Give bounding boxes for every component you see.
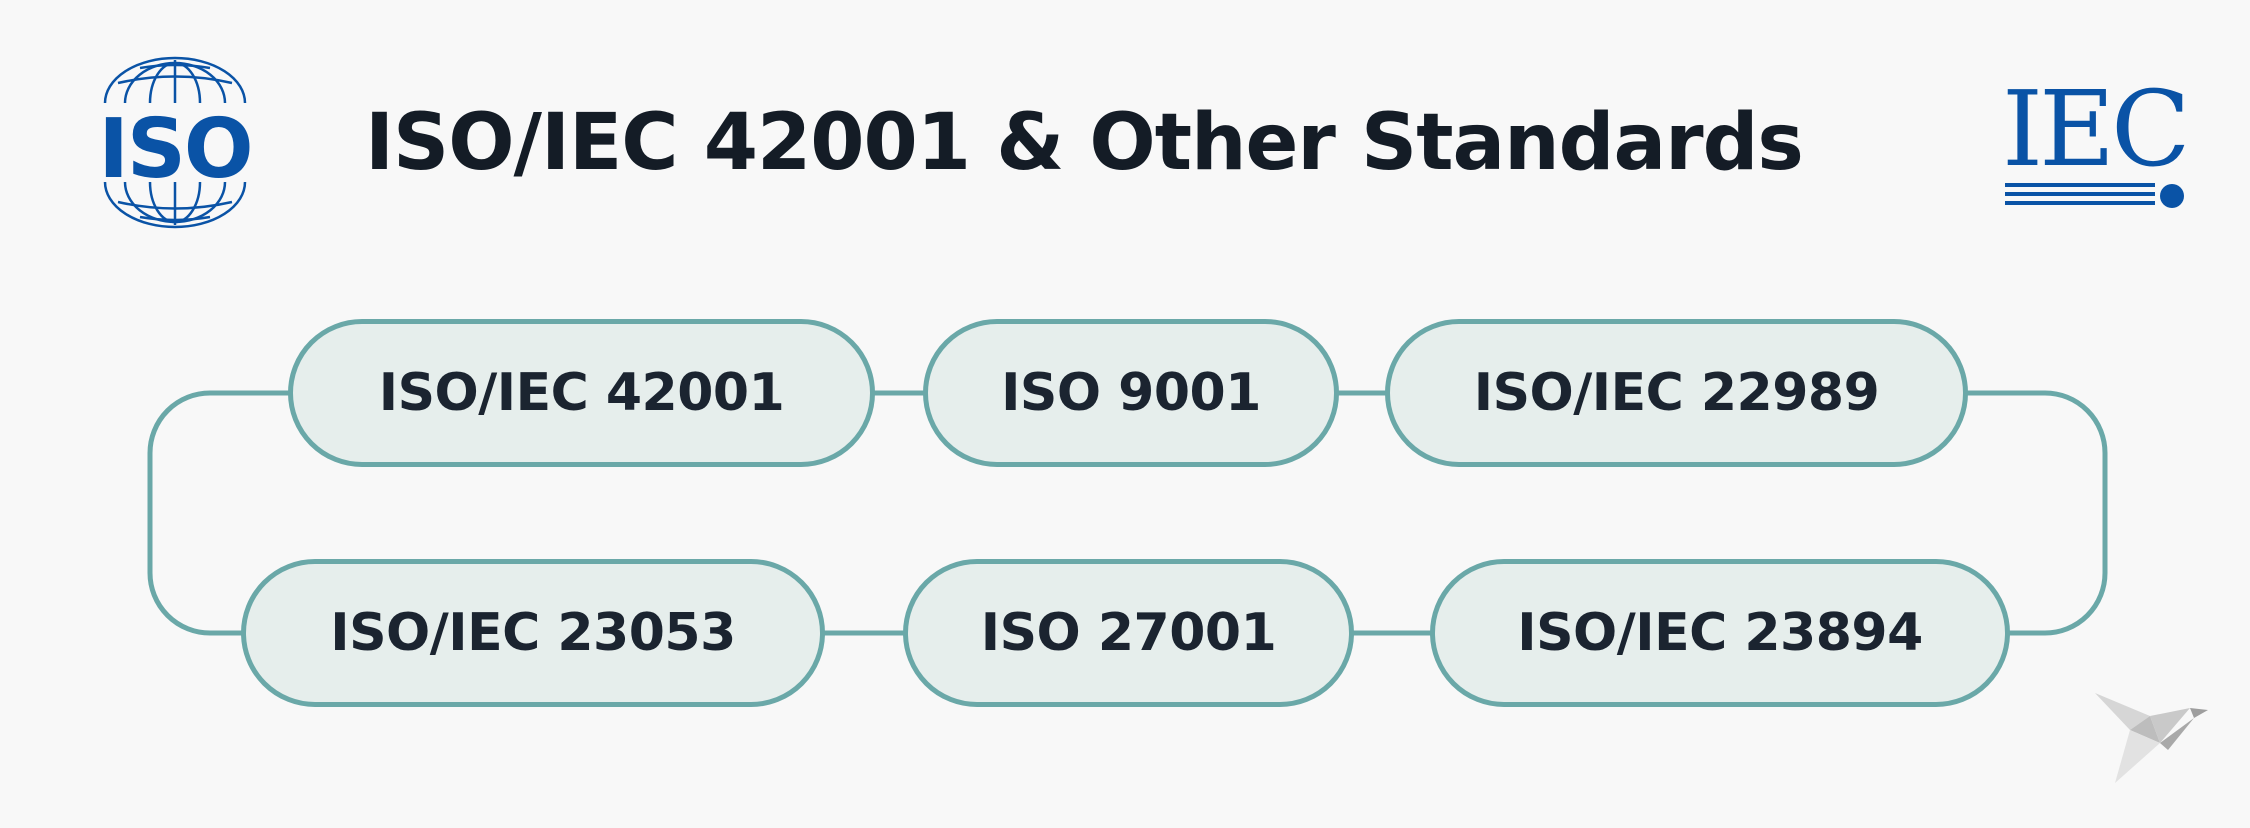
origami-bird-icon [2090,688,2210,788]
standard-iso-iec-22989: ISO/IEC 22989 [1385,319,1968,467]
standard-iso-9001: ISO 9001 [923,319,1339,467]
standard-iso-iec-23894: ISO/IEC 23894 [1430,559,2010,707]
iso-logo-text: ISO [98,102,251,197]
standard-iso-27001: ISO 27001 [903,559,1354,707]
iec-logo-text: IEC [2002,68,2187,190]
iso-logo: ISO [70,55,280,230]
standard-iso-iec-23053: ISO/IEC 23053 [241,559,825,707]
diagram-title: ISO/IEC 42001 & Other Standards [365,98,1804,188]
iec-logo: IEC [2000,65,2191,225]
standard-iso-iec-42001: ISO/IEC 42001 [288,319,875,467]
